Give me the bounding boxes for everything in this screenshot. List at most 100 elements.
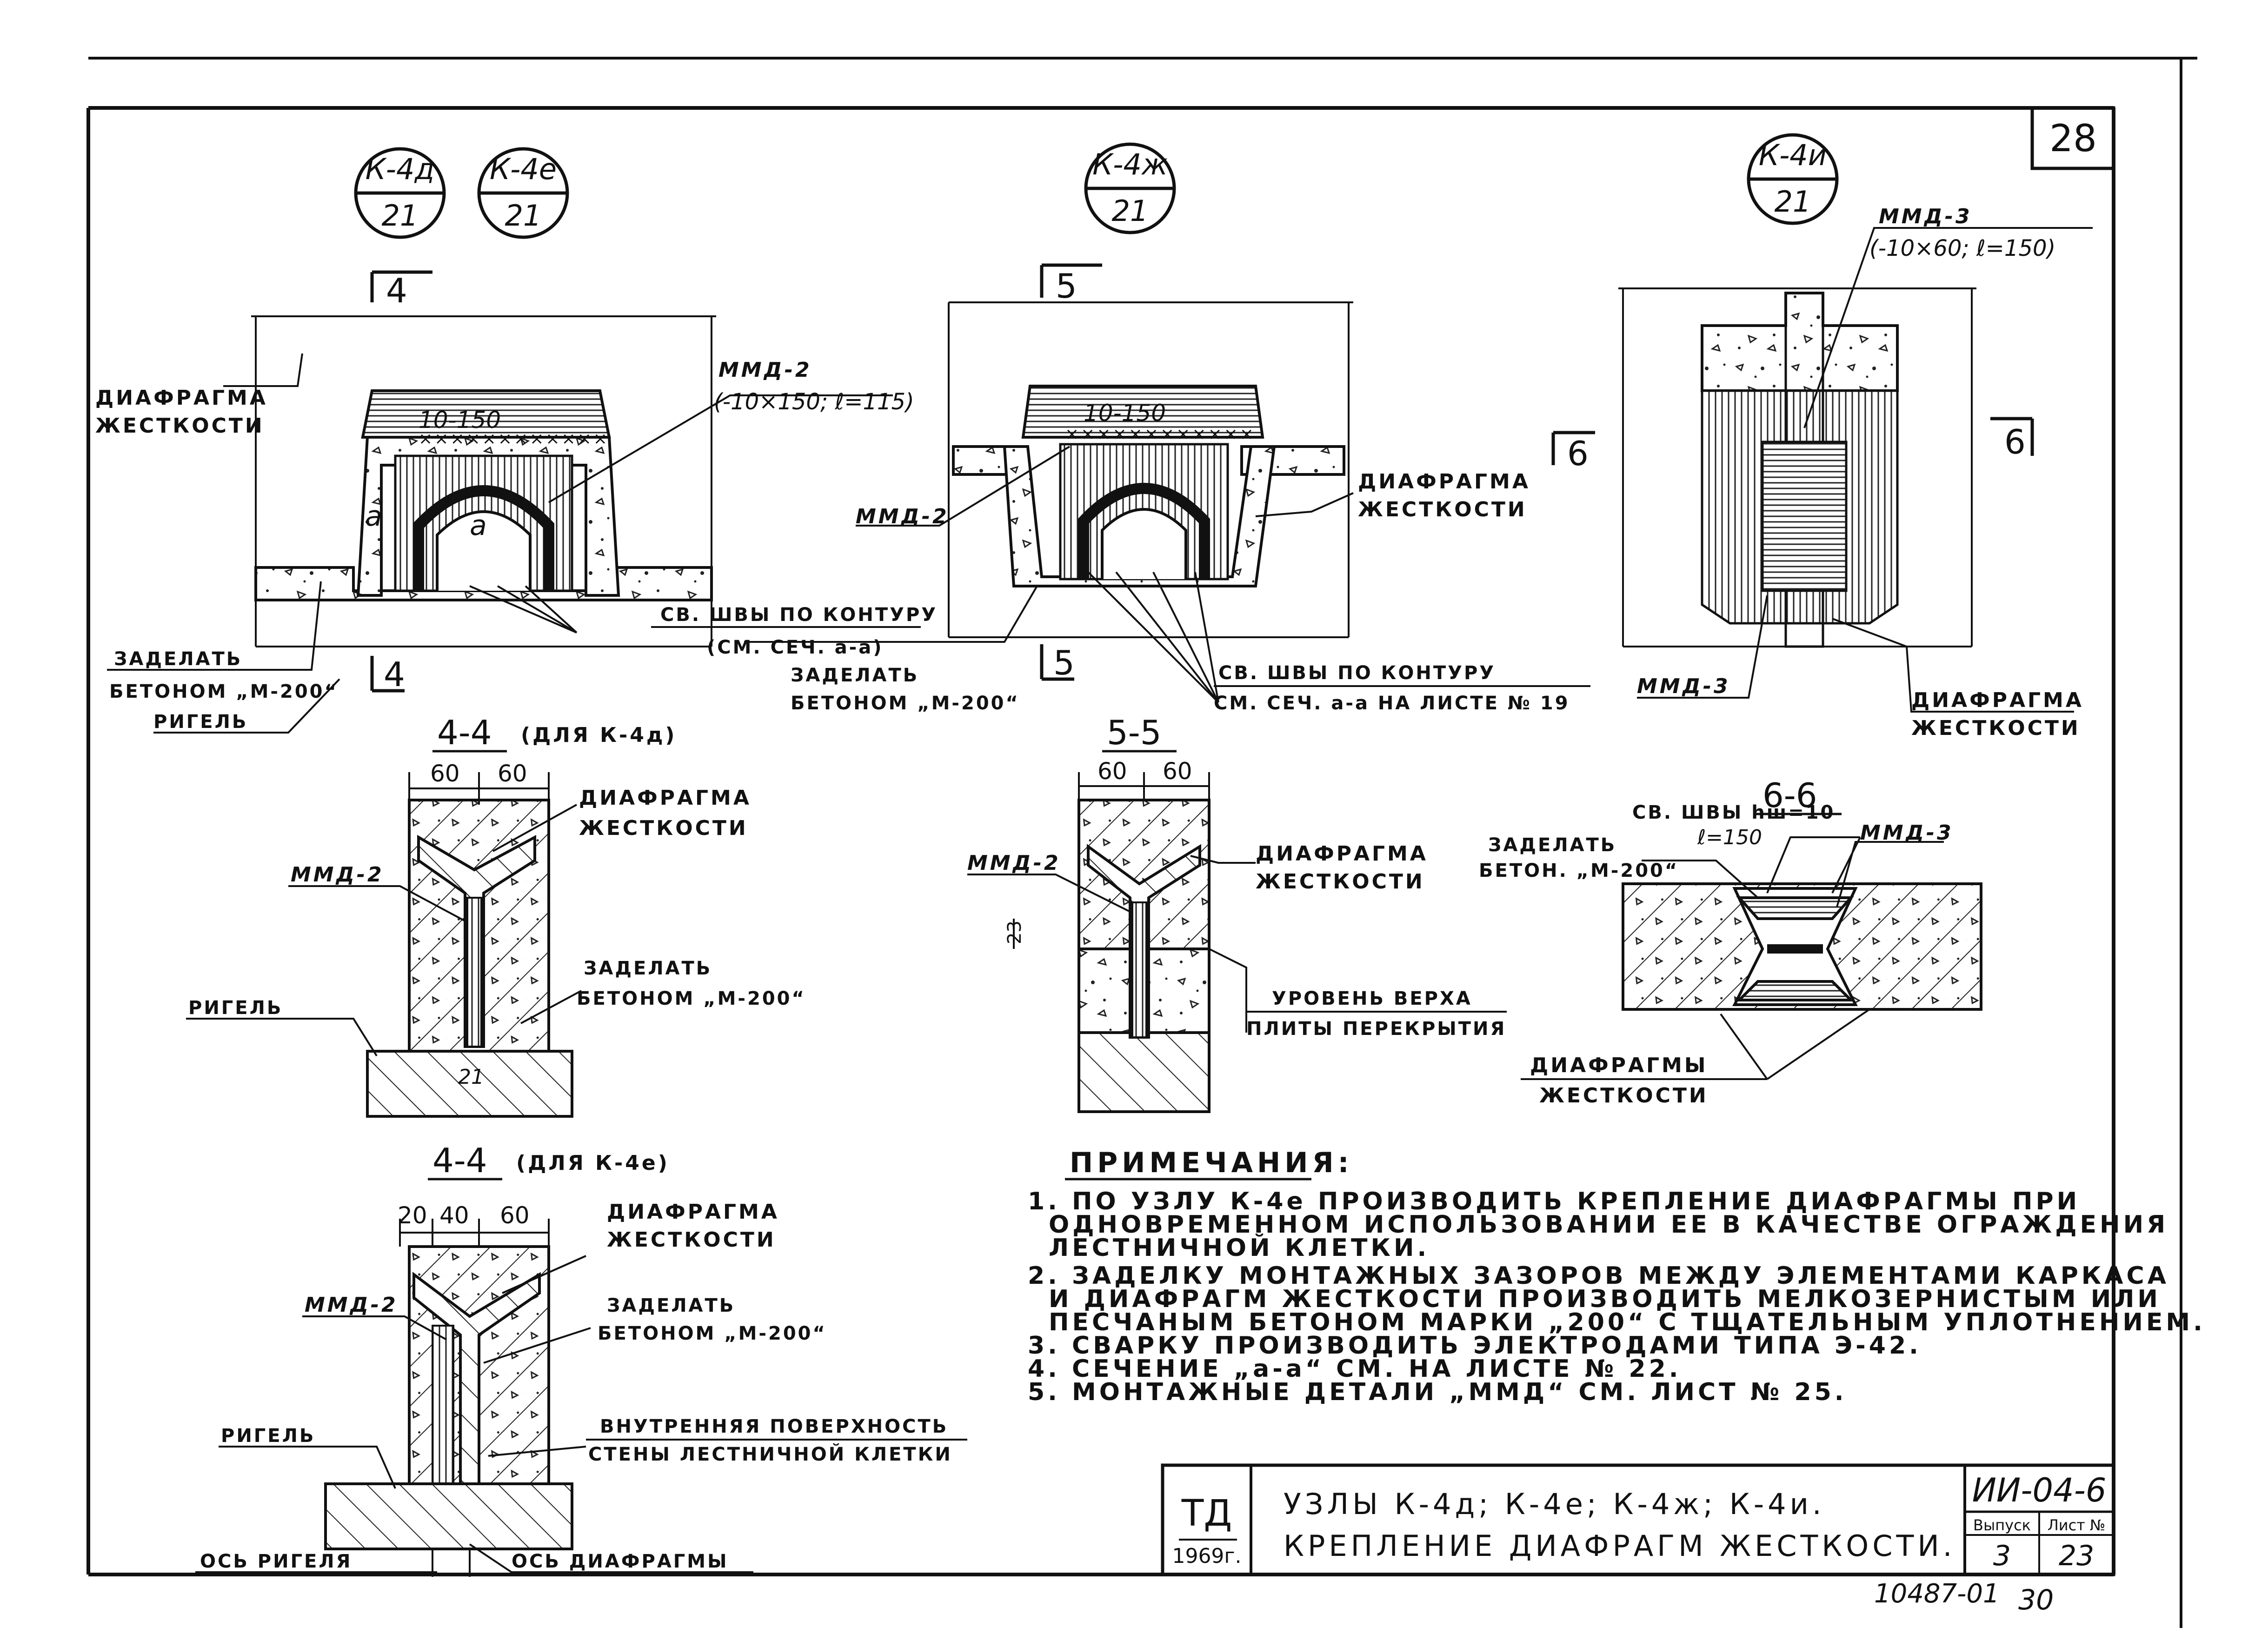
section-44d-diaphragm-label: ДИАФРАГМА ЖЕСТКОСТИ bbox=[579, 786, 752, 840]
section-66-fill-label: ЗАДЕЛАТЬ БЕТОН. „М-200“ bbox=[1479, 834, 1677, 881]
page-number: 28 bbox=[2049, 117, 2097, 160]
node1-fill-label: ЗАДЕЛАТЬ БЕТОНОМ „М-200“ bbox=[109, 648, 337, 702]
section-55-dim1: 60 bbox=[1097, 758, 1127, 785]
section-55-title: 5-5 bbox=[1107, 713, 1162, 752]
note-line-3: ЛЕСТНИЧНОЙ КЛЕТКИ. bbox=[1049, 1234, 1430, 1262]
section-44e-inner-line1: ВНУТРЕННЯЯ ПОВЕРХНОСТЬ bbox=[600, 1416, 948, 1437]
callout-k4zh-top: К-4ж bbox=[1092, 147, 1168, 181]
section-44e-axis-diaphragm: ОСЬ ДИАФРАГМЫ bbox=[512, 1551, 729, 1572]
section-44e-beam-label: РИГЕЛЬ bbox=[221, 1425, 315, 1447]
section-44d-dim-bottom: 21 bbox=[458, 1065, 484, 1089]
node1-welds-line1: СВ. ШВЫ ПО КОНТУРУ bbox=[660, 604, 938, 626]
node1-plate-label: 10-150 bbox=[419, 407, 501, 434]
node2-diaphragm-line2: ЖЕСТКОСТИ bbox=[1358, 498, 1527, 521]
stamp-issue-label: Выпуск bbox=[1973, 1516, 2031, 1534]
section-44e-fill-line2: БЕТОНОМ „М-200“ bbox=[598, 1323, 827, 1344]
stamp-title-line2: КРЕПЛЕНИЕ ДИАФРАГМ ЖЕСТКОСТИ. bbox=[1284, 1529, 1955, 1563]
section-44d-drawing bbox=[186, 772, 582, 1118]
stamp-issue-value: 3 bbox=[1993, 1540, 2011, 1572]
title-stamp bbox=[1161, 1463, 2115, 1576]
note-line-2: ОДНОВРЕМЕННОМ ИСПОЛЬЗОВАНИИ ЕЕ В КАЧЕСТВ… bbox=[1049, 1211, 2168, 1239]
node1-diaphragm-line2: ЖЕСТКОСТИ bbox=[95, 414, 265, 438]
section-44e-axis-beam: ОСЬ РИГЕЛЯ bbox=[200, 1551, 352, 1572]
node1-drawing: 4 4 ×××××××××××× bbox=[107, 270, 893, 734]
section-44d-fill-label: ЗАДЕЛАТЬ БЕТОНОМ „М-200“ bbox=[577, 958, 804, 1009]
section-55-drawing bbox=[967, 772, 1256, 1113]
node2-drawing: 5 5 ×××××××××××× bbox=[744, 263, 1354, 703]
node1-diaphragm-label: ДИАФРАГМА ЖЕСТКОСТИ bbox=[95, 386, 268, 438]
section-66-welds-line2: ℓ=150 bbox=[1697, 826, 1762, 849]
callout-k4i-bottom: 21 bbox=[1775, 185, 1811, 219]
callout-k4zh: К-4ж 21 bbox=[1084, 142, 1176, 234]
node2-cut-top: 5 bbox=[1056, 267, 1077, 306]
note-line-6: ПЕСЧАНЫМ БЕТОНОМ МАРКИ „200“ С ТЩАТЕЛЬНЫ… bbox=[1049, 1308, 2206, 1336]
node3-diaphragm-line1: ДИАФРАГМА bbox=[1911, 688, 2084, 712]
section-66-fill-line1: ЗАДЕЛАТЬ bbox=[1488, 834, 1616, 856]
node2-cut-bottom: 5 bbox=[1053, 643, 1075, 682]
node1-fill-line1: ЗАДЕЛАТЬ bbox=[114, 648, 242, 670]
section-55-diaphragm-line1: ДИАФРАГМА bbox=[1256, 842, 1428, 866]
section-66-drawing bbox=[1622, 836, 1982, 1080]
page-number-box: 28 bbox=[2030, 106, 2115, 170]
node1-mmd-label: ММД-2 (-10×150; ℓ=115) bbox=[714, 358, 914, 415]
section-44d-dim2: 60 bbox=[498, 760, 527, 787]
note-line-7: 3. СВАРКУ ПРОИЗВОДИТЬ ЭЛЕКТРОДАМИ ТИПА Э… bbox=[1028, 1332, 1922, 1360]
node3-mmd-bottom-label: ММД-3 bbox=[1637, 674, 1730, 698]
section-44e-dim3: 60 bbox=[500, 1202, 530, 1229]
node2-fill-label: ЗАДЕЛАТЬ БЕТОНОМ „М-200“ bbox=[791, 665, 1020, 714]
callout-k4d: К-4д 21 bbox=[354, 147, 446, 239]
section-44d-diaphragm-line2: ЖЕСТКОСТИ bbox=[579, 816, 748, 840]
node3-diaphragm-label: ДИАФРАГМА ЖЕСТКОСТИ bbox=[1911, 688, 2084, 740]
section-66-title: 6-6 bbox=[1763, 776, 1817, 815]
callout-k4e: К-4е 21 bbox=[477, 147, 569, 239]
node1-a-left: а bbox=[365, 500, 382, 533]
note-line-5: И ДИАФРАГМ ЖЕСТКОСТИ ПРОИЗВОДИТЬ МЕЛКОЗЕ… bbox=[1049, 1285, 2161, 1313]
section-44d-mmd-label: ММД-2 bbox=[291, 863, 384, 887]
sheet-frame bbox=[86, 57, 2197, 1628]
node3-mmd-top-line1: ММД-3 bbox=[1879, 205, 1972, 228]
archive-number: 10487-01 bbox=[1874, 1579, 2000, 1609]
section-66-welds-label: СВ. ШВЫ hш=10 ℓ=150 bbox=[1632, 802, 1835, 849]
callout-k4i: К-4и 21 bbox=[1747, 133, 1839, 225]
stamp-series: ИИ-04-6 bbox=[1972, 1471, 2107, 1509]
section-55-dim2: 60 bbox=[1163, 758, 1192, 785]
section-44d-dim1: 60 bbox=[430, 760, 460, 787]
section-44e-inner-label: ВНУТРЕННЯЯ ПОВЕРХНОСТЬ СТЕНЫ ЛЕСТНИЧНОЙ … bbox=[586, 1416, 967, 1465]
node1-cut-bottom: 4 bbox=[384, 655, 405, 694]
stamp-sheet-value: 23 bbox=[2059, 1540, 2094, 1572]
stamp-sheet-label: Лист № bbox=[2048, 1516, 2106, 1534]
section-44e-fill-label: ЗАДЕЛАТЬ БЕТОНОМ „М-200“ bbox=[598, 1295, 827, 1344]
note-line-8: 4. СЕЧЕНИЕ „а-а“ СМ. НА ЛИСТЕ № 22. bbox=[1028, 1355, 1682, 1383]
section-44d-fill-line1: ЗАДЕЛАТЬ bbox=[584, 958, 712, 979]
node1-beam-label: РИГЕЛЬ bbox=[153, 711, 248, 733]
node1-diaphragm-line1: ДИАФРАГМА bbox=[95, 386, 268, 410]
section-44d-diaphragm-line1: ДИАФРАГМА bbox=[579, 786, 752, 810]
node1-a-center: а bbox=[470, 509, 487, 542]
section-44e-diaphragm-line1: ДИАФРАГМА bbox=[607, 1200, 779, 1224]
node2-welds-line2: СМ. СЕЧ. а-а НА ЛИСТЕ № 19 bbox=[1214, 693, 1570, 714]
section-66-welds-line1: СВ. ШВЫ hш=10 bbox=[1632, 802, 1835, 823]
node1-cut-top: 4 bbox=[386, 271, 407, 310]
note-line-4: 2. ЗАДЕЛКУ МОНТАЖНЫХ ЗАЗОРОВ МЕЖДУ ЭЛЕМЕ… bbox=[1028, 1262, 2169, 1290]
node2-fill-line1: ЗАДЕЛАТЬ bbox=[791, 665, 919, 686]
section-55-dim-side: 23 bbox=[1004, 921, 1025, 944]
section-44e-subtitle: (ДЛЯ К-4е) bbox=[516, 1151, 670, 1175]
node2-diaphragm-line1: ДИАФРАГМА bbox=[1358, 470, 1530, 494]
section-44e-inner-line2: СТЕНЫ ЛЕСТНИЧНОЙ КЛЕТКИ bbox=[588, 1443, 952, 1465]
node2-welds-label: СВ. ШВЫ ПО КОНТУРУ СМ. СЕЧ. а-а НА ЛИСТЕ… bbox=[1214, 662, 1590, 714]
note-line-9: 5. МОНТАЖНЫЕ ДЕТАЛИ „ММД“ СМ. ЛИСТ № 25. bbox=[1028, 1378, 1847, 1406]
note-line-1: 1. ПО УЗЛУ К-4е ПРОИЗВОДИТЬ КРЕПЛЕНИЕ ДИ… bbox=[1028, 1188, 2080, 1215]
node2-fill-line2: БЕТОНОМ „М-200“ bbox=[791, 693, 1020, 714]
stamp-org: ТД bbox=[1181, 1493, 1232, 1535]
section-44d-title: 4-4 bbox=[437, 713, 492, 752]
stamp-title-line1: УЗЛЫ К-4д; К-4е; К-4ж; К-4и. bbox=[1284, 1487, 1825, 1521]
node2-diaphragm-label: ДИАФРАГМА ЖЕСТКОСТИ bbox=[1358, 470, 1530, 521]
section-44d-beam-label: РИГЕЛЬ bbox=[188, 997, 283, 1019]
section-44e-diaphragm-line2: ЖЕСТКОСТИ bbox=[607, 1228, 776, 1252]
callout-k4d-bottom: 21 bbox=[382, 199, 419, 233]
section-55-mmd-label: ММД-2 bbox=[967, 851, 1061, 875]
node3-diaphragm-line2: ЖЕСТКОСТИ bbox=[1911, 716, 2081, 740]
node3-cut-left: 6 bbox=[1567, 434, 1589, 473]
section-55-diaphragm-line2: ЖЕСТКОСТИ bbox=[1256, 870, 1425, 894]
node1-welds-line2: (СМ. СЕЧ. а-а) bbox=[707, 637, 884, 658]
